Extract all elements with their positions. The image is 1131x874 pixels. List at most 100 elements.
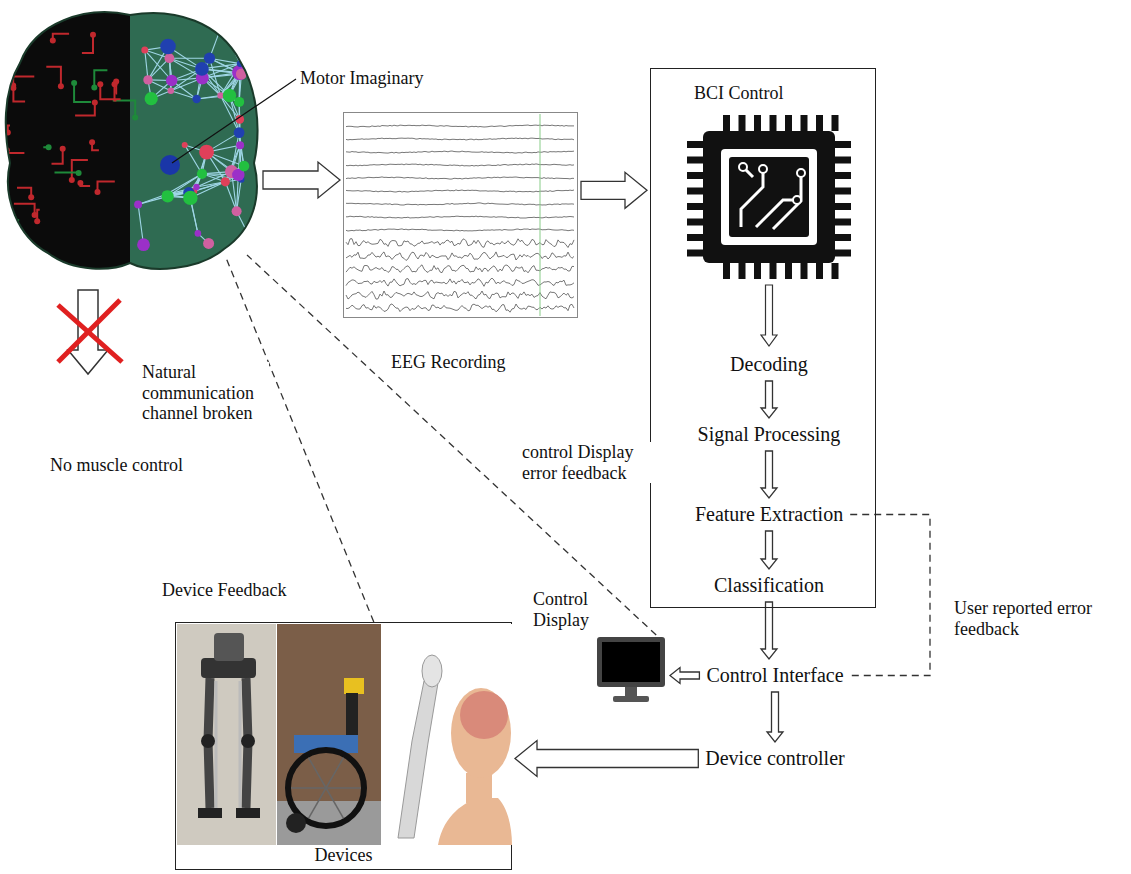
network-node [192, 95, 200, 103]
edge-label: Device Feedback [160, 580, 288, 601]
chip-pin [754, 263, 761, 279]
wheelchair-spoke [291, 787, 326, 789]
circuit-pad [95, 189, 101, 195]
device-photos [176, 623, 513, 845]
circuit-pad [89, 139, 95, 145]
network-node [239, 161, 250, 172]
circuit-pad [46, 144, 52, 150]
chip-pin [832, 263, 839, 279]
network-node [232, 206, 242, 216]
brain-outline [6, 12, 258, 268]
circuit-pad [77, 180, 83, 186]
brain-halves [0, 5, 260, 275]
shoulder [438, 798, 512, 845]
circuit-pad [112, 81, 118, 87]
circuit-pad [71, 80, 77, 86]
chip-pin [770, 115, 777, 131]
circuit-trace [55, 172, 79, 175]
chip-pin [785, 115, 792, 131]
network-node [137, 238, 150, 251]
exoskeleton-bar [239, 681, 242, 808]
chip-pin [770, 263, 777, 279]
eeg-marker [540, 114, 541, 316]
network-node [143, 75, 152, 84]
circuit-pad [132, 115, 138, 121]
chip-pin [687, 203, 703, 210]
exoskeleton-joint [241, 734, 255, 748]
chip-trace [756, 200, 797, 227]
chip-pin [835, 141, 851, 148]
chip-pin [687, 188, 703, 195]
circuit-trace [113, 100, 136, 117]
chip-pin [835, 219, 851, 226]
chip-pin [785, 263, 792, 279]
exoskeleton-joint [201, 734, 215, 748]
network-node [195, 230, 202, 237]
control-display-monitor: Control Display [595, 635, 667, 705]
wheelchair-spoke [326, 758, 344, 788]
prosthetic-hand [422, 655, 442, 687]
flow-arrow [761, 285, 777, 346]
circuit-trace [82, 35, 93, 53]
wheelchair-caster [286, 813, 306, 833]
network-link [222, 21, 236, 27]
network-link [210, 58, 221, 95]
network-node [204, 53, 215, 64]
chip-icon [651, 69, 877, 369]
chip-pin [687, 234, 703, 241]
circuit-trace [75, 102, 95, 115]
chip-pin [687, 219, 703, 226]
network-node [246, 236, 258, 248]
network-node [221, 177, 230, 186]
wheelchair-spoke [309, 758, 327, 788]
head [451, 688, 511, 778]
node-text: BCI Control [694, 83, 784, 104]
monitor-base [613, 696, 649, 702]
eeg-frame [344, 113, 578, 318]
note-label: No muscle control [48, 455, 185, 476]
chip-pin [835, 157, 851, 164]
network-node [229, 14, 242, 27]
circuit-trace [14, 204, 35, 215]
circuit-pad [97, 81, 103, 87]
network-node [160, 155, 180, 175]
circuit-pad [58, 83, 64, 89]
device-controller: Device controller [701, 745, 848, 772]
wheelchair-spoke [326, 787, 361, 789]
block-arrow [263, 162, 340, 198]
chip-via [797, 169, 805, 177]
circuit-trace [13, 76, 34, 85]
network-node [193, 184, 199, 190]
photo-ground [382, 624, 512, 845]
network-node [165, 53, 175, 63]
exoskeleton-foot [236, 808, 260, 818]
node-text: Device controller [701, 745, 848, 772]
network-node [168, 88, 175, 95]
circuit-pad [4, 223, 10, 229]
network-node [162, 190, 174, 202]
network-node [234, 127, 245, 138]
chip-pin [687, 250, 703, 257]
edge-label: control Display error feedback [520, 442, 664, 483]
brain-illustration: Motor Imaginary [0, 5, 260, 255]
monitor-icon [595, 635, 667, 705]
process-step: Feature Extraction [691, 501, 847, 528]
network-node [134, 200, 142, 208]
chip-pin [835, 234, 851, 241]
circuit-pad [92, 99, 98, 105]
chip-via [739, 163, 747, 171]
chip-pin [801, 115, 808, 131]
eeg-recording-panel: EEG Recording [343, 112, 578, 318]
block-arrow [761, 602, 777, 659]
block-arrow [515, 741, 698, 777]
chip-pin [687, 157, 703, 164]
network-node [234, 97, 244, 107]
block-arrow [670, 668, 699, 684]
network-node [223, 89, 236, 102]
circuit-pad [28, 194, 34, 200]
node-text: Decoding [726, 351, 812, 378]
circuit-trace [7, 226, 14, 242]
dashed-feedback-line [850, 515, 930, 676]
edge-label: User reported error feedback [952, 598, 1131, 639]
wheelchair-spoke [326, 788, 344, 818]
